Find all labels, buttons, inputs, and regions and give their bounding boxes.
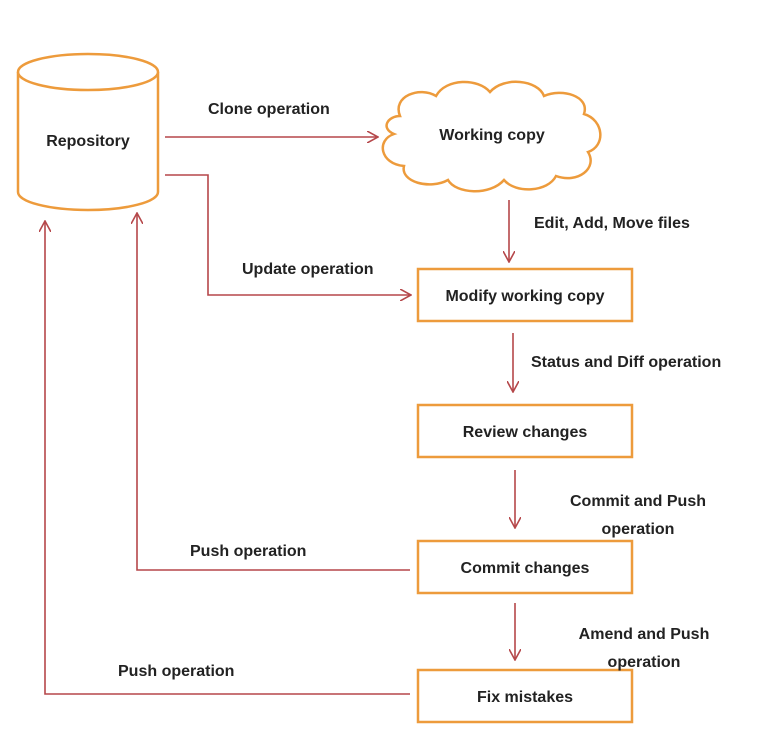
review-changes-label: Review changes <box>463 424 588 441</box>
update-operation-label: Update operation <box>242 261 374 278</box>
commit-changes-box <box>416 539 634 595</box>
fix-mistakes-label: Fix mistakes <box>477 689 573 706</box>
commit-changes-node: Commit changes <box>416 539 634 595</box>
modify-working-copy-label: Modify working copy <box>445 288 604 305</box>
repository-label: Repository <box>46 133 130 150</box>
fix-mistakes-box <box>416 668 634 724</box>
commit-push-label-line1: Commit and Push <box>570 493 706 510</box>
commit-changes-label: Commit changes <box>461 560 590 577</box>
update-arrow <box>165 174 411 295</box>
repository-cylinder-body <box>16 72 160 212</box>
edit-add-move-label: Edit, Add, Move files <box>534 215 690 232</box>
push-from-fix-arrow <box>45 221 410 695</box>
repository-node: Repository <box>16 52 160 212</box>
working-copy-label: Working copy <box>439 127 545 144</box>
amend-push-label-line2: operation <box>608 654 681 671</box>
review-changes-box <box>416 403 634 459</box>
status-diff-label: Status and Diff operation <box>531 354 721 371</box>
clone-operation-label: Clone operation <box>208 101 330 118</box>
working-copy-cloud <box>381 80 602 193</box>
push-operation-fix-label: Push operation <box>118 663 234 680</box>
repository-cylinder-top <box>16 52 160 92</box>
review-changes-node: Review changes <box>416 403 634 459</box>
modify-working-copy-box <box>416 267 634 323</box>
amend-push-label-line1: Amend and Push <box>579 626 710 643</box>
push-operation-commit-label: Push operation <box>190 543 306 560</box>
fix-mistakes-node: Fix mistakes <box>416 668 634 724</box>
working-copy-node: Working copy <box>381 80 602 193</box>
commit-push-label-line2: operation <box>602 521 675 538</box>
push-from-commit-arrow <box>137 213 410 571</box>
modify-working-copy-node: Modify working copy <box>416 267 634 323</box>
